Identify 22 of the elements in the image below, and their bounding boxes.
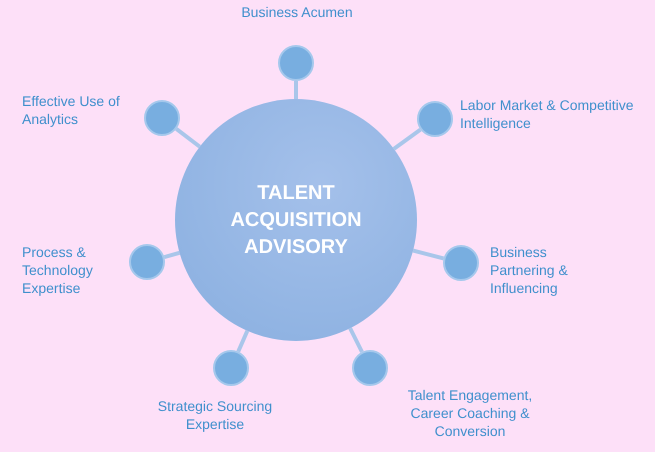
spoke-circle — [278, 45, 314, 81]
spoke-circle — [129, 244, 165, 280]
competency-label: Talent Engagement, Career Coaching & Conversion — [406, 386, 534, 440]
competency-label: Process & Technology Expertise — [22, 243, 94, 297]
competency-label: Business Partnering & Influencing — [490, 243, 569, 297]
connector-line — [236, 330, 250, 352]
connector-line — [164, 250, 180, 260]
spoke-circle — [417, 101, 453, 137]
competency-label: Business Acumen — [240, 3, 354, 21]
connector-line — [412, 248, 444, 260]
competency-label: Strategic Sourcing Expertise — [156, 397, 274, 433]
competency-label: Effective Use of Analytics — [22, 92, 121, 128]
spoke-circle — [213, 350, 249, 386]
spoke-circle — [352, 350, 388, 386]
spoke-circle — [144, 100, 180, 136]
connector-line — [294, 81, 298, 99]
hub-title: TALENT ACQUISITION ADVISORY — [229, 180, 363, 260]
connector-line — [348, 327, 364, 353]
spoke-circle — [443, 245, 479, 281]
competency-label: Labor Market & Competitive Intelligence — [460, 96, 635, 132]
connector-line — [175, 127, 201, 148]
connector-line — [392, 128, 422, 150]
